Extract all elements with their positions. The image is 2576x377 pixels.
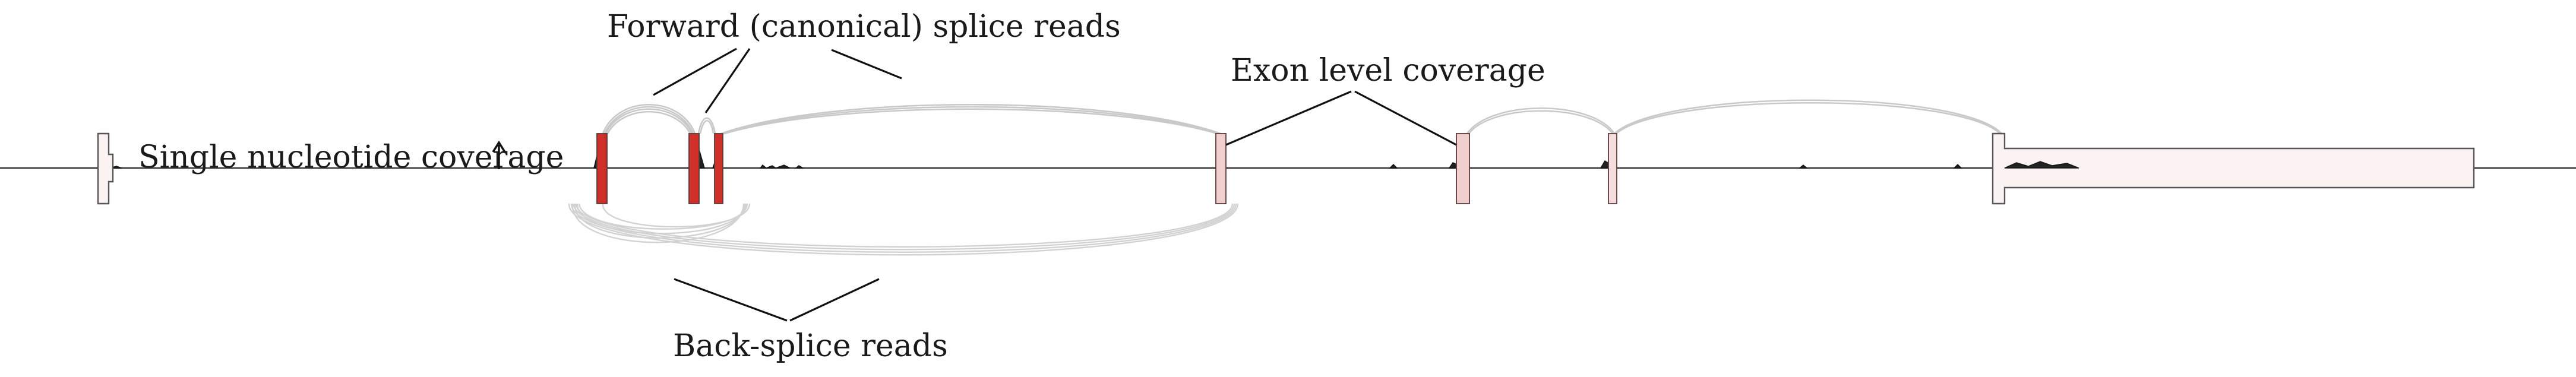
exon-3 [714, 133, 723, 204]
forward-splice-arcs [602, 99, 2002, 135]
up-arrow-icon [492, 140, 506, 169]
exon-leader-1 [1225, 90, 1352, 146]
back-leader-1 [674, 278, 788, 322]
exon-7-utr [1992, 132, 2475, 205]
exon-6 [1608, 133, 1617, 204]
exon-1 [596, 133, 608, 204]
back-splice-label: Back-splice reads [673, 328, 948, 364]
back-splice-arcs [568, 203, 1239, 256]
exon-4 [1215, 133, 1227, 204]
forward-leader-3 [831, 49, 902, 80]
forward-leader-2 [704, 48, 751, 113]
single-nucleotide-label: Single nucleotide coverage [138, 140, 564, 175]
exon-leader-2 [1354, 90, 1457, 146]
exon-level-label: Exon level coverage [1231, 53, 1545, 88]
forward-leader-1 [653, 47, 737, 96]
forward-splice-label: Forward (canonical) splice reads [607, 9, 1121, 45]
exon-2 [688, 133, 700, 204]
exon-5 [1456, 133, 1470, 204]
back-leader-2 [789, 278, 880, 322]
utr-coverage-trace [2004, 161, 2079, 169]
first-exon-outline [97, 132, 114, 205]
